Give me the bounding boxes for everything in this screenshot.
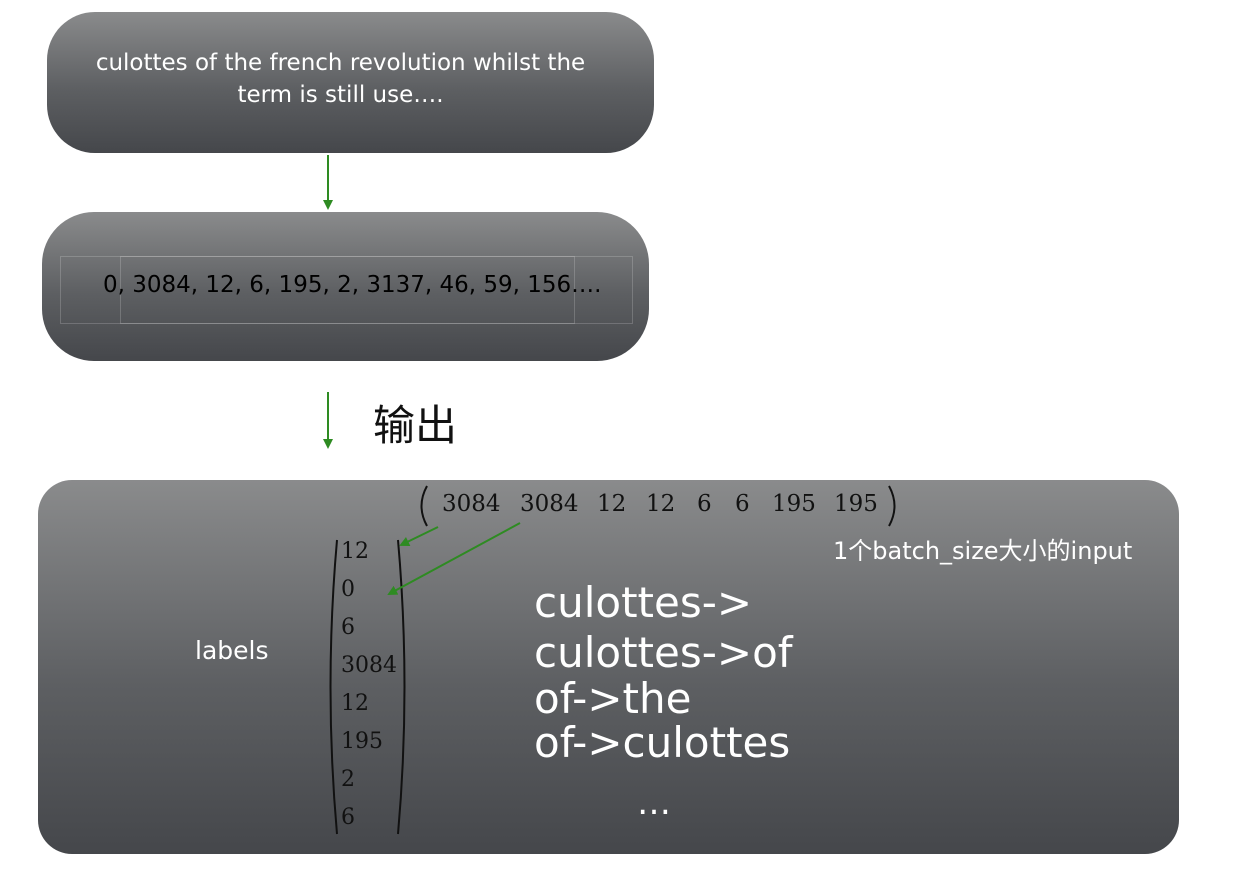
batch-value: 3084 [520,491,579,517]
batch-left-paren [420,485,428,527]
label-value: 6 [341,805,355,830]
ids-outer-frame [60,256,633,324]
sentence-box: culottes of the french revolution whilst… [47,12,654,153]
label-value: 6 [341,615,355,640]
label-value: 3084 [341,653,397,678]
map-arrow-1 [399,526,439,546]
label-value: 0 [341,577,355,602]
batch-value: 195 [834,491,878,517]
ids-inner-frame [120,256,575,324]
labels-caption: labels [195,636,269,665]
batch-caption: 1个batch_size大小的input [833,537,1133,565]
labels-right-paren [397,539,406,835]
batch-value: 12 [646,491,676,517]
batch-value: 12 [597,491,627,517]
batch-value: 3084 [442,491,501,517]
ellipsis: … [637,783,671,823]
token-ids-text: 0, 3084, 12, 6, 195, 2, 3137, 46, 59, 15… [103,272,602,298]
pair-text: of->the [534,674,692,723]
batch-value: 6 [697,491,712,517]
batch-right-paren [888,485,896,527]
pair-text: culottes->of [534,628,793,677]
label-value: 12 [341,539,369,564]
pair-text: culottes-> [534,578,753,627]
token-ids-box [42,212,649,361]
batch-box [38,480,1179,854]
labels-left-paren [329,539,338,835]
output-label: 输出 [373,401,458,450]
label-value: 12 [341,691,369,716]
map-arrow-2 [387,522,521,595]
label-value: 195 [341,729,383,754]
label-value: 2 [341,767,355,792]
pair-text: of->culottes [534,718,791,767]
batch-value: 195 [772,491,816,517]
batch-value: 6 [735,491,750,517]
sentence-text: culottes of the french revolution whilst… [95,49,586,108]
